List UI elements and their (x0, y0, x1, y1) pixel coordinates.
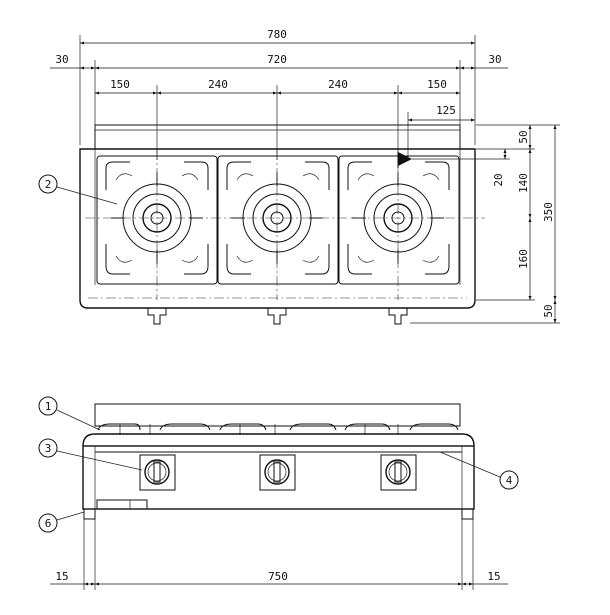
callout-3-label: 3 (45, 442, 52, 455)
dim-side-left: 30 (55, 53, 68, 66)
top-view: 780 30 720 30 150 240 240 150 125 (38, 28, 560, 325)
dim-top-rail: 50 (517, 130, 530, 143)
callout-1-label: 1 (45, 400, 52, 413)
foot-icon (83, 508, 96, 520)
burner-grate-right (338, 155, 460, 285)
callout-4-label: 4 (506, 474, 513, 487)
front-back-splash (94, 403, 461, 427)
grate-icon (338, 155, 460, 285)
dim-body-width: 720 (267, 53, 287, 66)
dim-burner-pitch-1: 240 (208, 78, 228, 91)
burner-grate-center (217, 155, 339, 285)
flag-marker-icon (398, 152, 412, 166)
callout-2-label: 2 (45, 178, 52, 191)
knob-icon (139, 454, 176, 491)
callout-1 (38, 396, 58, 416)
callout-2 (38, 174, 58, 194)
nameplate (96, 499, 148, 510)
knob-center[interactable] (259, 454, 296, 491)
knob-icon (380, 454, 417, 491)
back-splash (94, 124, 461, 150)
dim-burner-offset-right: 150 (427, 78, 447, 91)
knob-left[interactable] (139, 454, 176, 491)
callout-6-label: 6 (45, 517, 52, 530)
dim-burner-row: 20 (492, 173, 505, 186)
dim-burner-pitch-2: 240 (328, 78, 348, 91)
knob-icon (259, 454, 296, 491)
front-view: 1 3 4 6 15 750 15 (38, 396, 519, 590)
foot-icon (461, 508, 474, 520)
top-body-outline (79, 148, 476, 309)
callout-3 (38, 438, 58, 458)
grate-icon (217, 155, 339, 285)
front-panel (82, 445, 475, 510)
dim-side-right: 30 (488, 53, 501, 66)
dim-depth: 350 (542, 202, 555, 222)
callout-6 (38, 513, 58, 533)
dim-back-offset: 125 (436, 104, 456, 117)
dim-front-to-burner: 140 (517, 173, 530, 193)
dim-overall-width: 780 (267, 28, 287, 41)
callout-4 (499, 470, 519, 490)
dim-foot-left: 15 (55, 570, 68, 583)
dim-foot-right: 15 (487, 570, 500, 583)
dim-foot-span: 750 (268, 570, 288, 583)
dim-burner-to-front: 160 (517, 249, 530, 269)
foot-icon (147, 308, 167, 325)
foot-icon (388, 308, 408, 325)
dim-burner-offset-left: 150 (110, 78, 130, 91)
knob-right[interactable] (380, 454, 417, 491)
foot-icon (267, 308, 287, 325)
dim-bottom-rail: 50 (542, 304, 555, 317)
front-top-edge (82, 433, 475, 447)
